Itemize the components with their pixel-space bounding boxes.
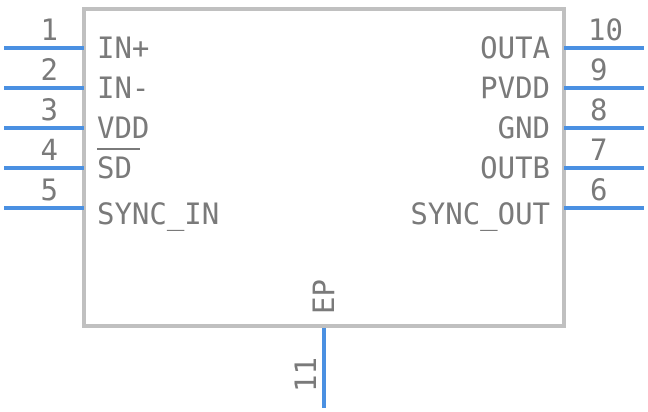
pin-5: 5 SYNC_IN: [4, 173, 219, 232]
pin-label: SD: [97, 151, 132, 185]
pin-1: 1 IN+: [4, 13, 149, 65]
pin-number: 1: [41, 13, 58, 47]
pin-label: SYNC_OUT: [410, 197, 550, 232]
pin-number: 4: [41, 133, 58, 167]
pin-label: IN+: [97, 31, 149, 65]
pin-2: 2 IN-: [4, 53, 149, 105]
pin-4: 4 SD: [4, 133, 140, 185]
pin-number: 8: [590, 93, 607, 127]
pin-label: OUTB: [480, 151, 550, 185]
pin-number: 10: [588, 13, 623, 47]
pin-9: 9 PVDD: [480, 53, 644, 105]
pin-label: GND: [498, 111, 550, 145]
pin-11: 11 EP: [289, 279, 341, 408]
pin-number: 7: [590, 133, 607, 167]
pin-7: 7 OUTB: [480, 133, 644, 185]
pin-label: OUTA: [480, 31, 550, 65]
pin-3: 3 VDD: [4, 93, 149, 145]
pin-6: 6 SYNC_OUT: [410, 173, 644, 232]
pin-label: IN-: [97, 71, 149, 105]
pin-number: 11: [289, 357, 323, 392]
pin-number: 9: [590, 53, 607, 87]
pin-label: VDD: [97, 111, 149, 145]
pin-8: 8 GND: [498, 93, 644, 145]
pin-10: 10 OUTA: [480, 13, 644, 65]
pin-label: SYNC_IN: [97, 197, 219, 232]
pin-number: 5: [41, 173, 58, 207]
pin-number: 2: [41, 53, 58, 87]
pin-number: 3: [41, 93, 58, 127]
pin-number: 6: [590, 173, 607, 207]
pin-label: PVDD: [480, 71, 550, 105]
pin-label: EP: [307, 279, 341, 314]
